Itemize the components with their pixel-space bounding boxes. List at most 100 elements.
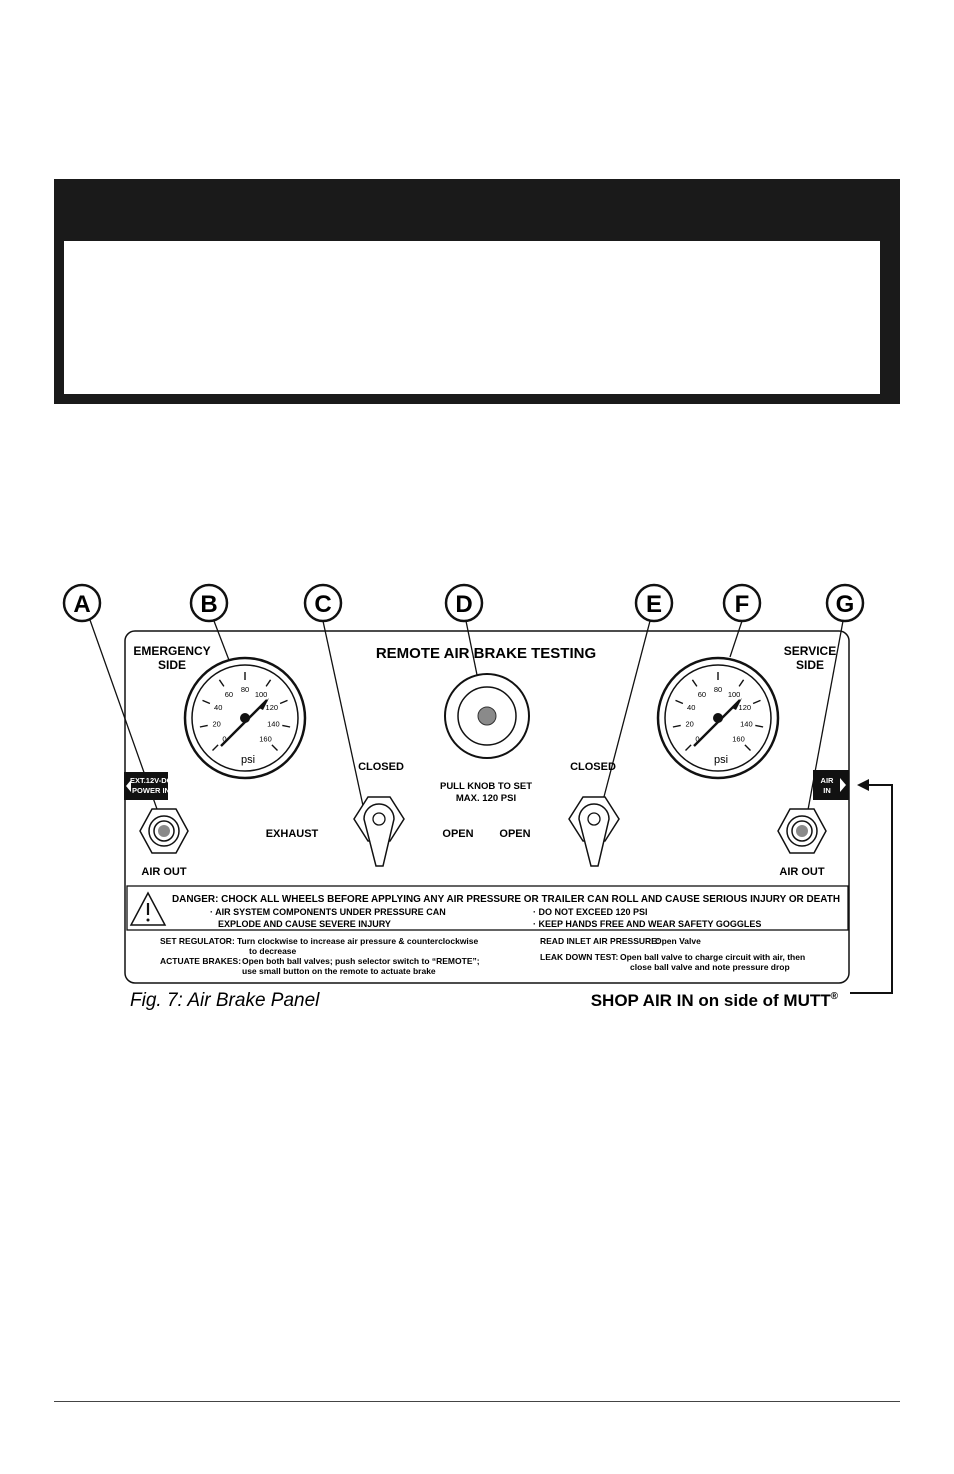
gauge-tick <box>685 744 692 751</box>
gauge-tick-label: 0 <box>222 735 226 744</box>
callout-c-label: C <box>314 591 331 618</box>
air-out-fitting-right[interactable] <box>777 808 827 854</box>
shop-air-label: SHOP AIR IN on side of MUTT® <box>591 991 839 1010</box>
gauge-tick <box>199 724 208 728</box>
air-brake-panel-figure: A B C D E F G <box>0 560 954 1030</box>
emergency-gauge-needle <box>220 698 269 747</box>
gauge-tick <box>738 679 745 687</box>
air-in-tag-line2: IN <box>823 786 831 795</box>
gauge-tick-label: 0 <box>695 735 699 744</box>
gauge-tick <box>265 679 272 687</box>
air-out-fitting-left[interactable] <box>139 808 189 854</box>
danger-left-line2: EXPLODE AND CAUSE SEVERE INJURY <box>218 919 391 929</box>
gauge-tick <box>755 724 764 728</box>
gauge-tick-label: 20 <box>685 720 693 729</box>
gauge-tick <box>744 744 751 751</box>
leak-line2: close ball valve and note pressure drop <box>630 962 790 972</box>
callout-b-label: B <box>200 591 217 618</box>
callout-e: E <box>634 583 674 623</box>
gauge-tick-label: 160 <box>259 735 272 744</box>
actuate-line2: use small button on the remote to actuat… <box>242 966 436 976</box>
actuate-label: ACTUATE BRAKES: <box>160 956 241 966</box>
gauge-tick-label: 140 <box>740 720 753 729</box>
gauge-tick-label: 140 <box>267 720 280 729</box>
ball-valve-right[interactable] <box>568 796 620 867</box>
closed-left-label: CLOSED <box>358 761 404 773</box>
exhaust-label: EXHAUST <box>266 828 319 840</box>
danger-right-line2: · KEEP HANDS FREE AND WEAR SAFETY GOGGLE… <box>533 919 761 929</box>
set-regulator-line1: Turn clockwise to increase air pressure … <box>237 936 479 946</box>
callout-d-label: D <box>455 591 472 618</box>
danger-left-line1: · AIR SYSTEM COMPONENTS UNDER PRESSURE C… <box>210 907 446 917</box>
warning-triangle-icon <box>129 891 167 926</box>
emergency-label-line2: SIDE <box>158 658 186 672</box>
danger-box <box>126 885 849 931</box>
callout-c: C <box>303 583 343 623</box>
gauge-tick-label: 160 <box>732 735 745 744</box>
read-inlet-label: READ INLET AIR PRESSURE: <box>540 936 660 946</box>
gauge-tick-label: 120 <box>266 703 279 712</box>
gauge-tick <box>282 724 291 728</box>
service-gauge-unit: psi <box>714 754 728 766</box>
regulator-text-line2: MAX. 120 PSI <box>456 793 516 804</box>
regulator-text-line1: PULL KNOB TO SET <box>440 781 532 792</box>
instructions: SET REGULATOR: Turn clockwise to increas… <box>160 936 805 976</box>
danger-headline: DANGER: CHOCK ALL WHEELS BEFORE APPLYING… <box>172 893 840 905</box>
gauge-tick-label: 60 <box>225 690 233 699</box>
callout-a-label: A <box>73 591 90 618</box>
air-out-left-label: AIR OUT <box>141 866 187 878</box>
air-in-tag: AIR IN <box>813 770 849 800</box>
shop-air-connector <box>850 784 893 994</box>
power-in-tag-line1: EXT.12V-DC <box>130 776 173 785</box>
power-in-tag-line2: POWER IN <box>132 786 170 795</box>
power-in-tag: EXT.12V-DC POWER IN <box>124 772 173 800</box>
air-in-tag-line1: AIR <box>821 776 835 785</box>
leak-label: LEAK DOWN TEST: <box>540 952 619 962</box>
callout-d: D <box>444 583 484 623</box>
shop-air-arrow-icon <box>857 779 869 791</box>
set-regulator-label: SET REGULATOR: <box>160 936 235 946</box>
callout-e-label: E <box>646 591 662 618</box>
callout-g-label: G <box>836 591 855 618</box>
gauge-tick-label: 80 <box>714 685 722 694</box>
service-gauge-needle <box>693 698 742 747</box>
air-out-right-label: AIR OUT <box>779 866 825 878</box>
emergency-label-line1: EMERGENCY <box>133 644 210 658</box>
gauge-tick-label: 20 <box>212 720 220 729</box>
gauge-tick-label: 40 <box>214 703 222 712</box>
footer-rule <box>54 1401 900 1402</box>
callouts: A B C D E F G <box>62 583 865 623</box>
gauge-tick <box>271 744 278 751</box>
callout-f-label: F <box>735 591 750 618</box>
gauge-tick <box>279 699 288 705</box>
gauge-tick <box>752 699 761 705</box>
service-label-line2: SIDE <box>796 658 824 672</box>
figure-caption: Fig. 7: Air Brake Panel <box>130 990 320 1011</box>
notice-box-body <box>64 241 880 394</box>
gauge-tick-label: 80 <box>241 685 249 694</box>
gauge-tick <box>212 744 219 751</box>
gauge-tick <box>672 724 681 728</box>
actuate-line1: Open both ball valves; push selector swi… <box>242 956 480 966</box>
notice-box <box>54 179 900 404</box>
shop-air-text: SHOP AIR IN on side of MUTT <box>591 991 832 1010</box>
open-right-label: OPEN <box>499 828 530 840</box>
registered-mark: ® <box>831 991 839 1002</box>
ball-valve-left[interactable] <box>353 796 405 867</box>
danger-right-line1: · DO NOT EXCEED 120 PSI <box>533 907 648 917</box>
gauge-tick-label: 100 <box>255 690 268 699</box>
callout-f: F <box>722 583 762 623</box>
service-label-line1: SERVICE <box>784 644 836 658</box>
gauge-tick-label: 40 <box>687 703 695 712</box>
read-inlet-text: Open Valve <box>655 936 701 946</box>
gauge-tick-label: 60 <box>698 690 706 699</box>
closed-right-label: CLOSED <box>570 761 616 773</box>
gauge-tick-label: 120 <box>739 703 752 712</box>
gauge-tick <box>202 699 211 705</box>
gauge-tick <box>675 699 684 705</box>
regulator-knob[interactable] <box>444 673 530 759</box>
